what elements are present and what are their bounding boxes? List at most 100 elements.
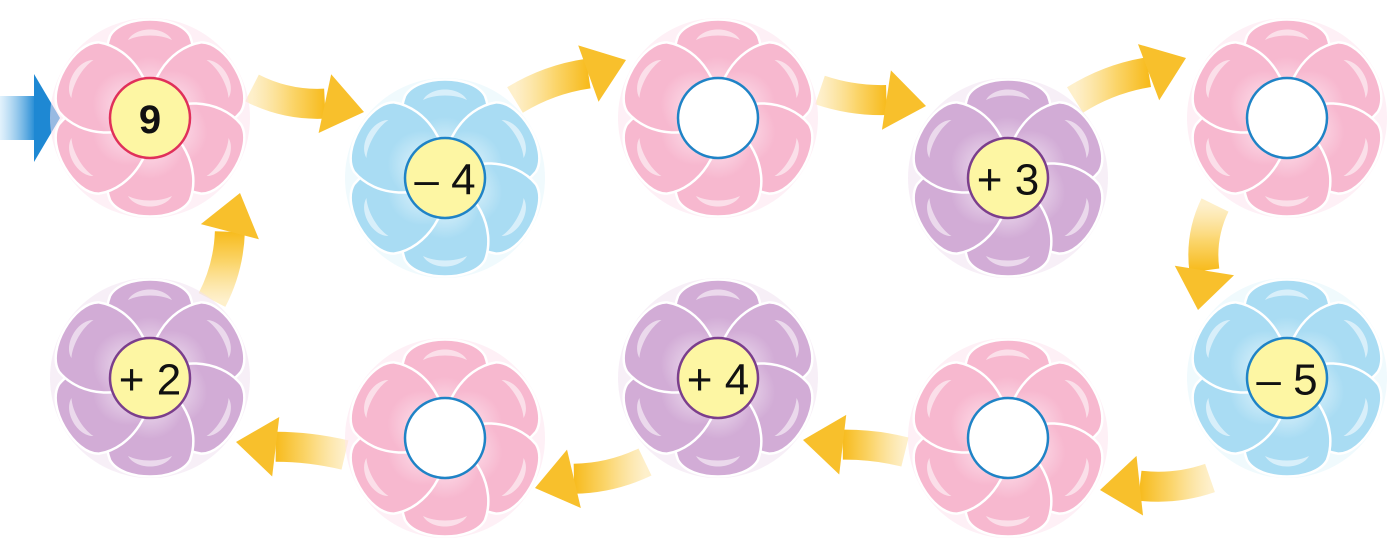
- flower-10-operation: + 2: [50, 278, 250, 478]
- petal-highlight: [774, 319, 799, 359]
- arrow-body: [842, 429, 909, 467]
- petal-highlight: [986, 516, 1030, 527]
- flower-7-answer[interactable]: [901, 338, 1115, 538]
- petal-highlight: [1064, 119, 1089, 159]
- answer-circle[interactable]: [403, 396, 487, 480]
- entry-arrow: [0, 74, 60, 162]
- petal-highlight: [501, 379, 526, 419]
- flower-5-answer[interactable]: [1180, 18, 1393, 218]
- arrow-9-to-10: [236, 416, 349, 477]
- arrow-head: [1100, 455, 1144, 516]
- petal-highlight: [927, 457, 952, 497]
- petal-highlight: [1206, 397, 1231, 437]
- petal-highlight: [364, 457, 389, 497]
- petal-highlight: [927, 379, 952, 419]
- petal-highlight: [1265, 29, 1309, 40]
- operation-circle: [403, 136, 487, 220]
- arrow-body: [815, 75, 887, 116]
- arrow-2-to-3: [507, 45, 626, 113]
- petal-highlight: [501, 197, 526, 237]
- entry-arrow-body: [0, 96, 36, 140]
- answer-circle[interactable]: [1245, 76, 1329, 160]
- operation-label: – 4: [414, 156, 475, 205]
- petal-highlight: [1343, 397, 1368, 437]
- petal-highlight: [1064, 457, 1089, 497]
- petal-highlight: [1064, 379, 1089, 419]
- petal-highlight: [1064, 197, 1089, 237]
- operation-circle: [966, 136, 1050, 220]
- petal-highlight: [206, 319, 231, 359]
- arrow-3-to-4: [815, 70, 926, 130]
- flower-6-operation: – 5: [1187, 278, 1387, 478]
- petal-highlight: [364, 119, 389, 159]
- answer-circle[interactable]: [676, 76, 760, 160]
- flower-4-operation: + 3: [908, 78, 1108, 278]
- operation-circle: [1245, 336, 1329, 420]
- arrow-head: [236, 416, 280, 477]
- petal-highlight: [1265, 456, 1309, 467]
- operation-circle: [676, 336, 760, 420]
- arrow-head: [881, 70, 926, 130]
- petal-highlight: [774, 397, 799, 437]
- arrows-layer: [0, 44, 1235, 516]
- petal-highlight: [501, 457, 526, 497]
- entry-arrow-head: [34, 74, 60, 162]
- arrow-body: [275, 431, 349, 470]
- petal-highlight: [206, 137, 231, 177]
- petal-highlight: [1343, 137, 1368, 177]
- petal-highlight: [696, 29, 740, 40]
- arrow-6-to-7: [1100, 455, 1215, 516]
- petal-highlight: [986, 89, 1030, 100]
- flowers-layer: 9 – 4 + 3 – 5 + 4 + 2: [50, 18, 1393, 538]
- arrow-head: [1174, 265, 1235, 310]
- petal-highlight: [927, 119, 952, 159]
- arrow-10-to-1: [198, 193, 259, 307]
- flower-8-operation: + 4: [618, 278, 818, 478]
- petal-highlight: [1206, 319, 1231, 359]
- petal-highlight: [128, 456, 172, 467]
- petal-highlight: [69, 137, 94, 177]
- petal-highlight: [423, 256, 467, 267]
- flower-9-answer[interactable]: [338, 338, 552, 538]
- petal-highlight: [128, 29, 172, 40]
- flower-1-start: 9: [50, 18, 250, 218]
- arrow-head: [803, 414, 847, 475]
- arrow-body: [507, 58, 591, 113]
- petal-highlight: [696, 289, 740, 300]
- petal-highlight: [423, 516, 467, 527]
- operation-circle: [108, 76, 192, 160]
- petal-highlight: [423, 349, 467, 360]
- arrow-1-to-2: [245, 74, 364, 133]
- arrow-head: [1137, 44, 1186, 101]
- flower-3-answer[interactable]: [611, 18, 825, 218]
- petal-highlight: [1343, 319, 1368, 359]
- answer-circle[interactable]: [966, 396, 1050, 480]
- arrow-head: [200, 193, 259, 240]
- petal-highlight: [69, 397, 94, 437]
- arrow-body: [1188, 198, 1229, 273]
- petal-highlight: [364, 379, 389, 419]
- petal-highlight: [637, 319, 662, 359]
- petal-highlight: [986, 256, 1030, 267]
- petal-highlight: [128, 196, 172, 207]
- arrow-head: [578, 45, 626, 102]
- petal-highlight: [637, 59, 662, 99]
- petal-highlight: [927, 197, 952, 237]
- petal-highlight: [1343, 59, 1368, 99]
- arrow-head: [535, 449, 581, 508]
- petal-highlight: [1206, 59, 1231, 99]
- petal-highlight: [1265, 289, 1309, 300]
- petal-highlight: [364, 197, 389, 237]
- operation-label: + 4: [687, 356, 749, 405]
- petal-highlight: [637, 137, 662, 177]
- petal-highlight: [69, 319, 94, 359]
- petal-highlight: [206, 59, 231, 99]
- petal-highlight: [696, 196, 740, 207]
- petal-highlight: [501, 119, 526, 159]
- petal-highlight: [637, 397, 662, 437]
- petal-highlight: [1206, 137, 1231, 177]
- operation-label: – 5: [1256, 356, 1317, 405]
- petal-highlight: [206, 397, 231, 437]
- petal-highlight: [128, 289, 172, 300]
